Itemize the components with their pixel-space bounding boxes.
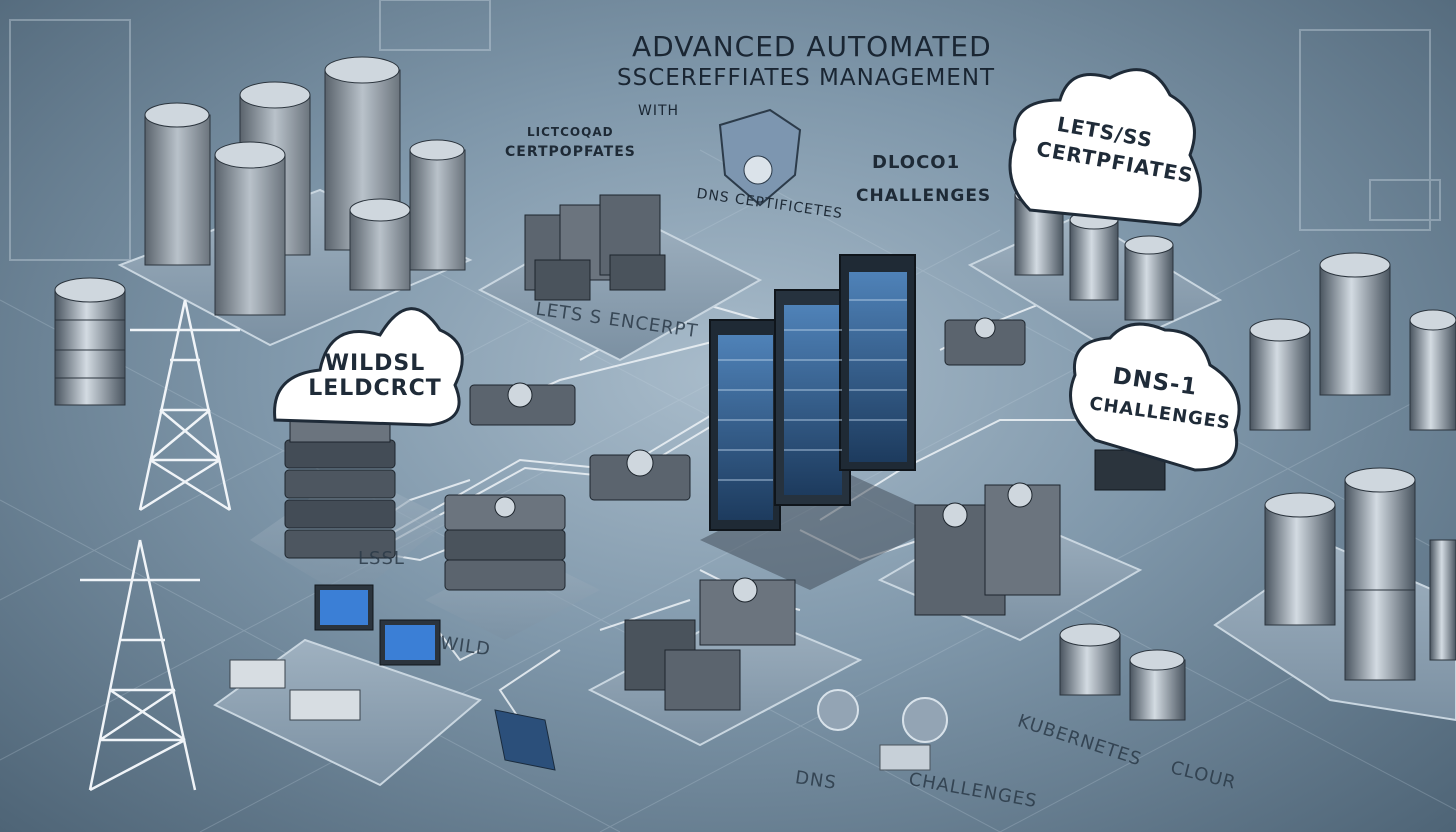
workstation-group <box>215 585 480 785</box>
globes <box>818 690 947 770</box>
right-disk-stacks <box>1250 253 1456 430</box>
title-line-2: SSCEREFFIATES MANAGEMENT <box>617 65 995 91</box>
title-line-3: WITH <box>638 103 679 119</box>
title-line-1: ADVANCED AUTOMATED <box>632 30 992 63</box>
left-server-stack <box>250 420 450 600</box>
stamp-line-2: CERTPOPFATES <box>505 144 636 160</box>
dlocon-label-1: DLOCO1 <box>872 152 960 173</box>
stamp-line-1: LICTCOQAD <box>527 125 614 139</box>
lssl-label: LSSL <box>358 548 405 569</box>
right-center-cluster <box>880 450 1165 640</box>
top-left-server-cluster <box>120 57 470 345</box>
cloud-left-line-1: WILDSL <box>300 352 450 376</box>
kubernetes-disks <box>1060 624 1185 720</box>
cloud-left-line-2: LELDCRCT <box>300 377 450 401</box>
left-disk-stack <box>55 278 125 405</box>
central-server-racks <box>700 255 950 590</box>
bottom-right-storage <box>1215 468 1456 720</box>
dlocon-label-2: CHALLENGES <box>856 186 991 206</box>
lower-center-cluster <box>590 578 860 745</box>
middle-left-stack <box>425 495 600 640</box>
bottom-flag <box>495 710 555 770</box>
